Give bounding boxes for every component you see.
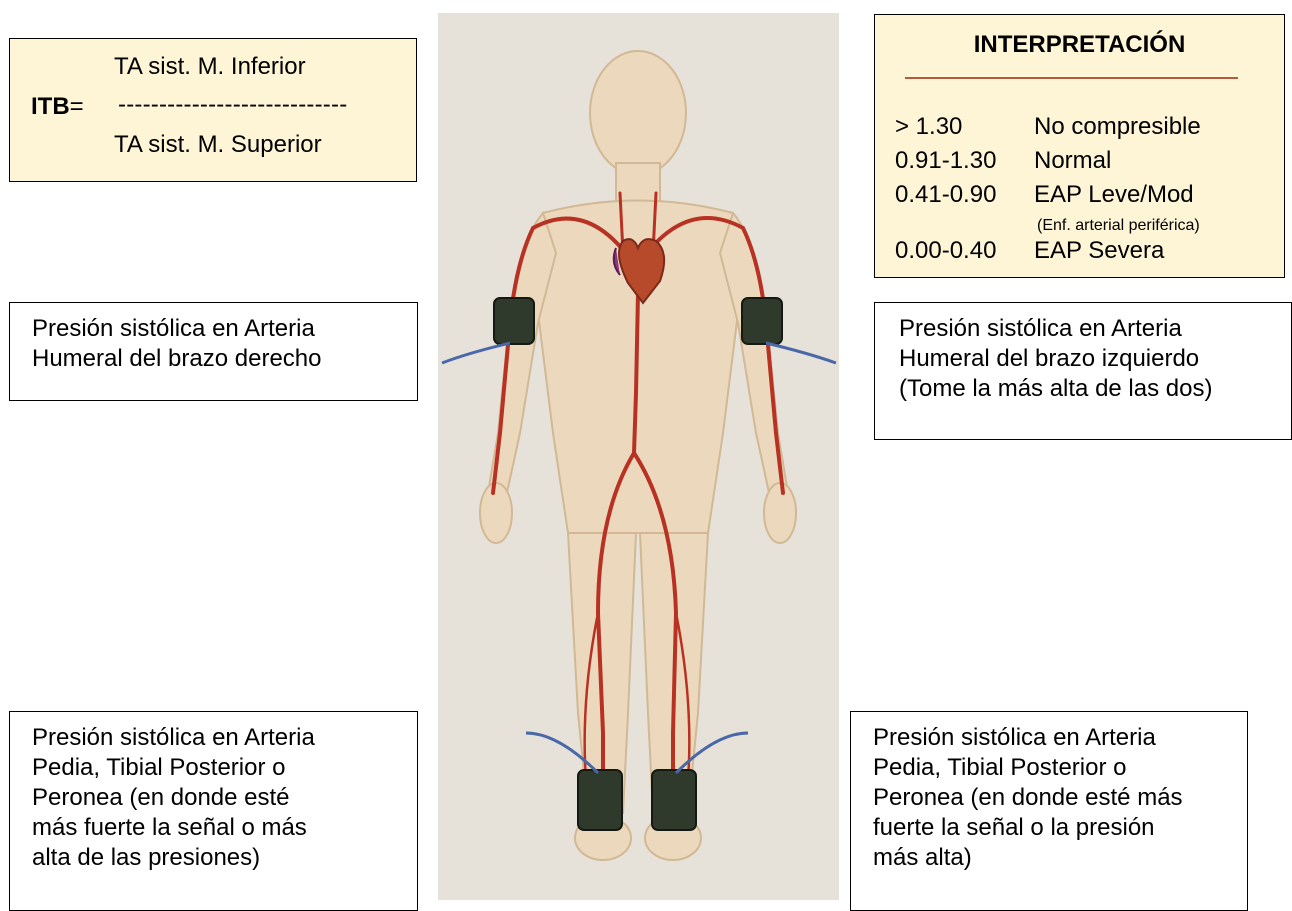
label-line: Presión sistólica en Arteria xyxy=(32,724,315,751)
anatomy-figure xyxy=(438,13,839,900)
interp-range: 0.91-1.30 xyxy=(895,147,997,174)
label-line: Pedia, Tibial Posterior o xyxy=(32,754,286,781)
interpretation-box: INTERPRETACIÓN > 1.30 No compresible 0.91… xyxy=(874,14,1285,278)
itb-formula-box: TA sist. M. Inferior ITB= --------------… xyxy=(9,38,417,182)
formula-lhs-label: ITB xyxy=(31,93,70,120)
interp-row: 0.91-1.30 Normal xyxy=(895,147,1111,175)
right-ankle-cuff-icon xyxy=(577,769,623,831)
interp-label: Normal xyxy=(1034,147,1112,174)
label-line: más fuerte la señal o más xyxy=(32,814,307,841)
right-arm-cuff-icon xyxy=(493,297,535,345)
interpretation-title: INTERPRETACIÓN xyxy=(973,31,1186,58)
interp-label: EAP Severa xyxy=(1034,237,1165,264)
body-illustration xyxy=(441,50,837,861)
arm-cuffs xyxy=(493,297,783,345)
label-line: Peronea (en donde esté más xyxy=(873,784,1183,811)
label-line: Pedia, Tibial Posterior o xyxy=(873,754,1127,781)
interp-label: EAP Leve/Mod xyxy=(1034,181,1194,208)
left-arm-cuff-icon xyxy=(741,297,783,345)
cuff-tubes xyxy=(441,341,837,775)
label-line: Presión sistólica en Arteria xyxy=(32,315,315,342)
label-line: Presión sistólica en Arteria xyxy=(899,315,1182,342)
ankle-cuffs xyxy=(577,769,697,831)
interp-label: No compresible xyxy=(1034,113,1201,140)
label-line: Humeral del brazo izquierdo xyxy=(899,345,1200,372)
label-right-leg: Presión sistólica en Arteria Pedia, Tibi… xyxy=(9,711,418,911)
label-line: (Tome la más alta de las dos) xyxy=(899,375,1213,402)
interp-row: 0.00-0.40 EAP Severa xyxy=(895,237,1164,265)
interp-note: (Enf. arterial periférica) xyxy=(1037,217,1200,234)
formula-equals: = xyxy=(69,93,84,120)
formula-fraction-bar: ---------------------------- xyxy=(118,91,348,118)
interp-range: 0.00-0.40 xyxy=(895,237,997,264)
interp-range: 0.41-0.90 xyxy=(895,181,997,208)
interp-row: 0.41-0.90 EAP Leve/Mod xyxy=(895,181,1194,209)
label-line: Peronea (en donde esté xyxy=(32,784,290,811)
title-underline xyxy=(905,77,1238,79)
label-line: más alta) xyxy=(873,844,972,871)
label-left-leg: Presión sistólica en Arteria Pedia, Tibi… xyxy=(850,711,1248,911)
label-line: Presión sistólica en Arteria xyxy=(873,724,1156,751)
interp-row: > 1.30 No compresible xyxy=(895,113,1201,141)
label-line: alta de las presiones) xyxy=(32,844,261,871)
label-line: fuerte la señal o la presión xyxy=(873,814,1155,841)
interp-range: > 1.30 xyxy=(895,113,963,140)
formula-numerator: TA sist. M. Inferior xyxy=(114,53,306,80)
label-line: Humeral del brazo derecho xyxy=(32,345,322,372)
formula-lhs: ITB= xyxy=(31,93,84,121)
left-ankle-cuff-icon xyxy=(651,769,697,831)
label-left-arm: Presión sistólica en Arteria Humeral del… xyxy=(874,302,1292,440)
body-silhouette xyxy=(479,50,797,861)
heart-icon xyxy=(612,238,666,305)
label-right-arm: Presión sistólica en Arteria Humeral del… xyxy=(9,302,418,401)
formula-denominator: TA sist. M. Superior xyxy=(114,131,322,158)
